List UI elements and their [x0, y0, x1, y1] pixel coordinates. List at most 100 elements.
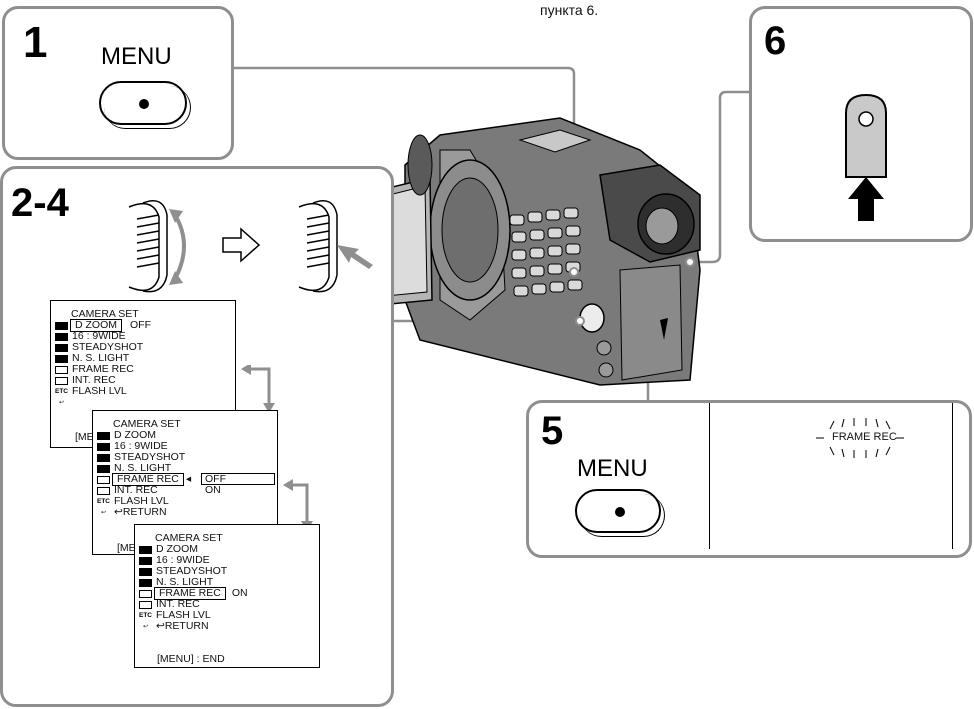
menu-end-label-partial: [ME [117, 542, 136, 554]
camera-set-icon [55, 332, 68, 341]
menu-end-label-partial: [MEI [75, 431, 97, 443]
dial-press-icon [298, 200, 373, 293]
menu-row-ns-light: N. S. LIGHT [97, 463, 171, 474]
cassette-icon [55, 376, 68, 385]
menu-item-flash-lvl[interactable]: FLASH LVL [72, 385, 127, 397]
memory-set-icon [139, 589, 152, 598]
option-on[interactable]: ON [205, 484, 221, 496]
camera-set-icon [97, 442, 110, 451]
menu-row-int-rec: INT. REC [55, 375, 116, 386]
menu-row-wide: 16 : 9WIDE [139, 555, 210, 566]
frame-rec-value: ON [231, 587, 248, 599]
menu-row-return: ↩ ↩RETURN [97, 507, 167, 518]
menu-item-return[interactable]: ↩RETURN [156, 620, 209, 632]
blink-rays-icon [816, 418, 904, 458]
menu-row-d-zoom: D ZOOM [139, 544, 198, 555]
menu-item-int-rec[interactable]: INT. REC [72, 374, 116, 386]
return-icon: ↩ [142, 623, 149, 630]
menu-row-steadyshot: STEADYSHOT [139, 566, 227, 577]
lcd-set-icon [97, 464, 110, 473]
menu-item-flash-lvl[interactable]: FLASH LVL [114, 495, 169, 507]
menu-row-ns-light: N. S. LIGHT [55, 353, 129, 364]
push-button-icon[interactable] [836, 87, 896, 227]
step-5-menu-label: MENU [577, 455, 648, 482]
top-caption: пункта 6. [540, 2, 599, 18]
menu-item-steadyshot[interactable]: STEADYSHOT [72, 341, 144, 353]
camera-set-icon [139, 556, 152, 565]
menu-item-ns-light[interactable]: N. S. LIGHT [156, 576, 214, 588]
menu-item-steadyshot[interactable]: STEADYSHOT [156, 565, 228, 577]
menu-item-d-zoom[interactable]: D ZOOM [70, 319, 122, 332]
menu-item-wide[interactable]: 16 : 9WIDE [156, 554, 210, 566]
menu-row-flash-lvl: ETC FLASH LVL [139, 610, 211, 621]
menu-item-return[interactable]: ↩RETURN [114, 506, 167, 518]
menu-screen-3: CAMERA SET D ZOOM 16 : 9WIDE STEADYSHOT … [134, 524, 320, 668]
menu-row-int-rec: INT. REC [97, 485, 158, 496]
step-5-number: 5 [541, 409, 564, 453]
menu-row-frame-rec: FRAME REC ON [139, 587, 248, 600]
menu-item-ns-light[interactable]: N. S. LIGHT [72, 352, 130, 364]
menu-title: CAMERA SET [113, 418, 181, 430]
etc-icon: ETC [139, 611, 152, 619]
button-dot-icon [615, 507, 625, 517]
step-5-menu-button[interactable] [575, 489, 665, 537]
step-1-menu-label: MENU [101, 43, 172, 70]
step-1-number: 1 [23, 18, 48, 67]
vcr-set-icon [97, 453, 110, 462]
menu-row-d-zoom: D ZOOM [97, 430, 156, 441]
etc-icon: ETC [97, 497, 110, 505]
lcd-frame-rec-text: FRAME REC [832, 431, 897, 443]
manual-icon [139, 545, 152, 554]
menu-title: CAMERA SET [155, 532, 223, 544]
cassette-icon [97, 486, 110, 495]
option-off[interactable]: OFF [205, 473, 226, 485]
menu-row-return: ↩ ↩RETURN [139, 621, 209, 632]
d-zoom-value: OFF [130, 319, 151, 331]
menu-item-int-rec[interactable]: INT. REC [114, 484, 158, 496]
vcr-set-icon [139, 567, 152, 576]
menu-end-label: [MENU] : END [157, 653, 225, 665]
memory-set-icon [55, 365, 68, 374]
menu-row-frame-rec: FRAME REC [55, 364, 134, 375]
menu-item-int-rec[interactable]: INT. REC [156, 598, 200, 610]
return-icon: ↩ [100, 509, 107, 516]
menu-item-frame-rec[interactable]: FRAME REC [112, 473, 184, 486]
button-dot-icon [139, 99, 149, 109]
menu-row-frame-rec: FRAME REC◂ [97, 473, 192, 486]
menu-row-wide: 16 : 9WIDE [97, 441, 168, 452]
step-6-number: 6 [764, 19, 787, 63]
memory-set-icon [97, 475, 110, 484]
menu-item-steadyshot[interactable]: STEADYSHOT [114, 451, 186, 463]
menu-item-frame-rec[interactable]: FRAME REC [154, 587, 226, 600]
vcr-set-icon [55, 343, 68, 352]
menu-row-steadyshot: STEADYSHOT [55, 342, 143, 353]
menu-row-flash-lvl: ETC FLASH LVL [55, 386, 127, 397]
lcd-display: FRAME REC [709, 403, 953, 549]
menu-item-ns-light[interactable]: N. S. LIGHT [114, 462, 172, 474]
next-arrow-icon [222, 227, 261, 263]
step-5-panel: 5 MENU FRAME REC [526, 400, 972, 558]
menu-item-d-zoom[interactable]: D ZOOM [114, 429, 156, 441]
step-2-4-number: 2-4 [11, 181, 69, 225]
step-1-panel: 1 MENU [2, 6, 234, 160]
menu-item-wide[interactable]: 16 : 9WIDE [114, 440, 168, 452]
lcd-set-icon [139, 578, 152, 587]
step-6-panel: 6 [749, 6, 973, 242]
menu-item-d-zoom[interactable]: D ZOOM [156, 543, 198, 555]
cassette-icon [139, 600, 152, 609]
etc-icon: ETC [55, 387, 68, 395]
menu-item-flash-lvl[interactable]: FLASH LVL [156, 609, 211, 621]
menu-item-frame-rec[interactable]: FRAME REC [72, 363, 134, 375]
menu-row-flash-lvl: ETC FLASH LVL [97, 496, 169, 507]
menu-row-ns-light: N. S. LIGHT [139, 577, 213, 588]
lcd-set-icon [55, 354, 68, 363]
step-1-menu-button[interactable] [99, 81, 191, 129]
pointer-icon: ◂ [185, 473, 192, 485]
menu-title: CAMERA SET [71, 308, 139, 320]
menu-row-d-zoom: D ZOOM OFF [55, 319, 151, 332]
option-selection-box [201, 473, 275, 485]
menu-item-wide[interactable]: 16 : 9WIDE [72, 330, 126, 342]
menu-row-return-icon: ↩ [55, 397, 72, 408]
menu-row-wide: 16 : 9WIDE [55, 331, 126, 342]
manual-icon [97, 431, 110, 440]
